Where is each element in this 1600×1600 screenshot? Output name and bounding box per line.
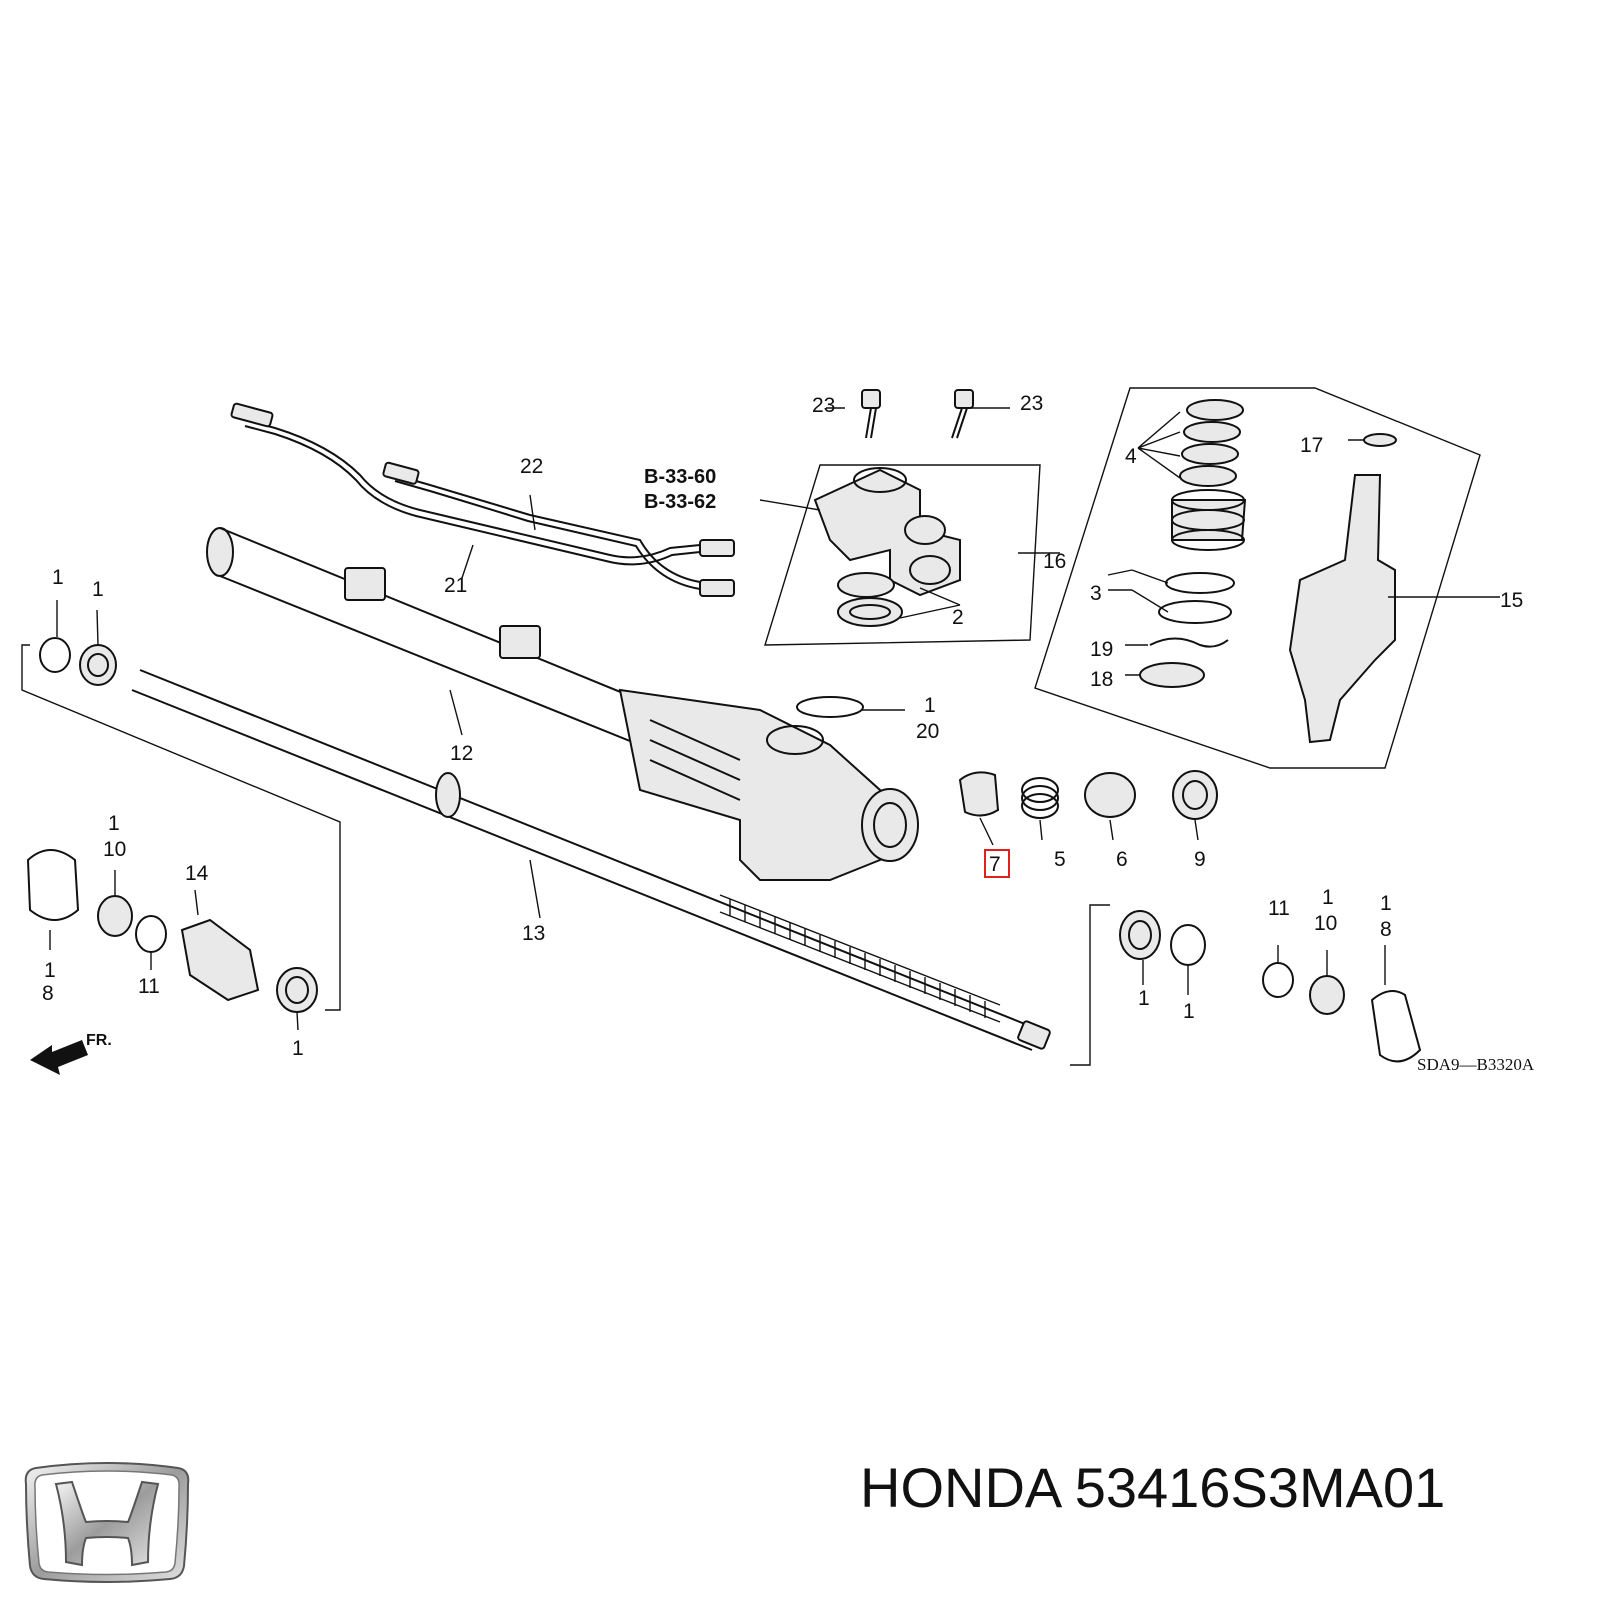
callout-15: 15 [1500,589,1523,612]
callout-11-left: 11 [138,975,160,998]
callout-17: 17 [1300,434,1323,457]
reference-label-1: B-33-60 [644,466,716,488]
callout-13: 13 [522,922,545,945]
hydraulic-lines [230,402,735,597]
callout-10-right: 10 [1314,912,1337,935]
callout-1-left-b: 1 [92,578,104,601]
brand-name: HONDA [860,1456,1060,1519]
callout-20: 20 [916,720,939,743]
front-indicator: FR. [86,1032,112,1049]
callout-14: 14 [185,862,209,885]
callout-7: 7 [989,853,1001,876]
callout-1-at-10-right: 1 [1322,886,1334,909]
callout-1-left-bottom: 1 [292,1037,304,1060]
callouts: 23 23 22 21 16 2 4 17 3 15 19 18 1 20 12… [42,392,1523,1060]
callout-8-right: 8 [1380,918,1392,941]
callout-23-left: 23 [812,394,835,417]
callout-22: 22 [520,455,543,478]
valve-body [813,467,961,627]
callout-9: 9 [1194,848,1206,871]
part-number: 53416S3MA01 [1074,1456,1446,1519]
diagram-code: SDA9—B3320A [1417,1055,1535,1074]
callout-1-at-20: 1 [924,694,936,717]
callout-1-at-10-left: 1 [108,812,120,835]
left-end-parts [26,637,318,1013]
callout-4: 4 [1125,445,1137,468]
pinion-assembly [1139,399,1397,744]
callout-21: 21 [444,574,467,597]
rack-housing [206,527,919,881]
front-arrow-icon [30,1040,88,1075]
callout-18: 18 [1090,668,1113,691]
callout-11-right: 11 [1268,897,1290,920]
rack-bar [131,669,1051,1051]
callout-1-right-b: 1 [1183,1000,1195,1023]
bolts [861,389,974,439]
reference-label-2: B-33-62 [644,491,716,513]
leader-lines [49,407,1500,1031]
callout-19: 19 [1090,638,1113,661]
right-end-parts [1119,910,1422,1063]
part-title: HONDA 53416S3MA01 [860,1455,1445,1520]
small-parts [796,696,1218,820]
callout-1-left-a: 1 [52,566,64,589]
callout-10-left: 10 [103,838,126,861]
bracket-frames [21,387,1481,1066]
callout-12: 12 [450,742,473,765]
callout-1-right-a: 1 [1138,987,1150,1010]
callout-2: 2 [952,606,964,629]
callout-1-at-8-left: 1 [44,959,56,982]
callout-16: 16 [1043,550,1066,573]
callout-5: 5 [1054,848,1066,871]
highlight-box-part-7 [984,849,1010,878]
callout-3: 3 [1090,582,1102,605]
callout-1-at-8-right: 1 [1380,892,1392,915]
callout-6: 6 [1116,848,1128,871]
callout-8-left: 8 [42,982,54,1005]
callout-23-right: 23 [1020,392,1043,415]
honda-h-logo-icon [24,1462,190,1583]
